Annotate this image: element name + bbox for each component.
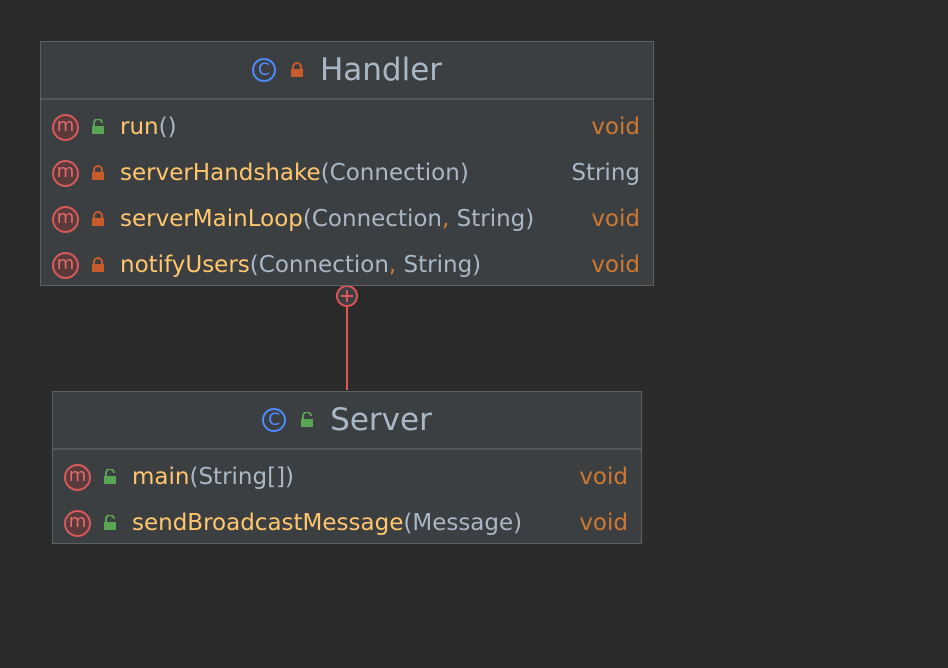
class-icon: C — [251, 58, 276, 82]
open-paren: ( — [320, 160, 330, 186]
method-signature: run() — [120, 114, 177, 140]
close-paren: ) — [472, 252, 482, 278]
param-separator: , — [388, 252, 397, 278]
open-paren: ( — [158, 114, 168, 140]
open-paren: ( — [403, 510, 413, 536]
close-paren: ) — [513, 510, 523, 536]
public-lock-icon — [301, 412, 314, 427]
public-lock-icon — [92, 119, 104, 134]
return-type: void — [579, 510, 628, 536]
close-paren: ) — [525, 206, 535, 232]
param-separator: , — [442, 206, 450, 232]
method-icon: m — [52, 159, 79, 187]
open-paren: ( — [249, 252, 259, 278]
return-type: void — [579, 464, 628, 490]
close-paren: ) — [285, 464, 295, 490]
method-icon: m — [64, 509, 91, 537]
param-type: String[] — [198, 464, 286, 490]
method-name: serverMainLoop — [120, 206, 303, 232]
method-icon: m — [64, 463, 91, 491]
private-lock-icon — [92, 211, 104, 226]
param-type: String — [403, 252, 473, 278]
private-lock-icon — [290, 62, 303, 77]
method-row-serverMainLoop[interactable]: m serverMainLoop(Connection, String) void — [41, 196, 653, 242]
method-signature: main(String[]) — [132, 464, 294, 490]
method-name: notifyUsers — [120, 252, 250, 278]
method-signature: notifyUsers(Connection, String) — [120, 252, 481, 278]
class-name: Handler — [319, 52, 443, 88]
return-type: String — [571, 160, 640, 186]
method-row-notifyUsers[interactable]: m notifyUsers(Connection, String) void — [41, 242, 653, 288]
nested-class-marker-icon — [336, 285, 358, 307]
method-icon: m — [52, 205, 79, 233]
close-paren: ) — [167, 114, 177, 140]
method-signature: sendBroadcastMessage(Message) — [132, 510, 522, 536]
method-row-run[interactable]: m run() void — [41, 104, 653, 150]
return-type: void — [591, 252, 640, 278]
method-name: main — [132, 464, 190, 490]
param-type: String — [456, 206, 526, 232]
method-row-sendBroadcastMessage[interactable]: m sendBroadcastMessage(Message) void — [53, 500, 641, 546]
public-lock-icon — [104, 515, 116, 530]
method-icon: m — [52, 251, 79, 279]
open-paren: ( — [302, 206, 312, 232]
class-icon: C — [262, 408, 287, 432]
param-type: Connection — [258, 252, 389, 278]
method-name: sendBroadcastMessage — [132, 510, 404, 536]
class-name: Server — [330, 402, 432, 438]
return-type: void — [591, 206, 640, 232]
method-row-main[interactable]: m main(String[]) void — [53, 454, 641, 500]
public-lock-icon — [104, 469, 116, 484]
open-paren: ( — [189, 464, 199, 490]
private-lock-icon — [92, 165, 104, 180]
method-name: run — [120, 114, 159, 140]
param-type: Message — [412, 510, 514, 536]
param-type: Connection — [329, 160, 460, 186]
class-header[interactable]: C Handler — [41, 42, 653, 100]
param-type: Connection — [311, 206, 442, 232]
class-header[interactable]: C Server — [53, 392, 641, 450]
method-signature: serverHandshake(Connection) — [120, 160, 469, 186]
close-paren: ) — [459, 160, 469, 186]
return-type: void — [591, 114, 640, 140]
private-lock-icon — [92, 257, 104, 272]
method-icon: m — [52, 113, 79, 141]
method-name: serverHandshake — [120, 160, 321, 186]
method-row-serverHandshake[interactable]: m serverHandshake(Connection) String — [41, 150, 653, 196]
method-signature: serverMainLoop(Connection, String) — [120, 206, 534, 232]
